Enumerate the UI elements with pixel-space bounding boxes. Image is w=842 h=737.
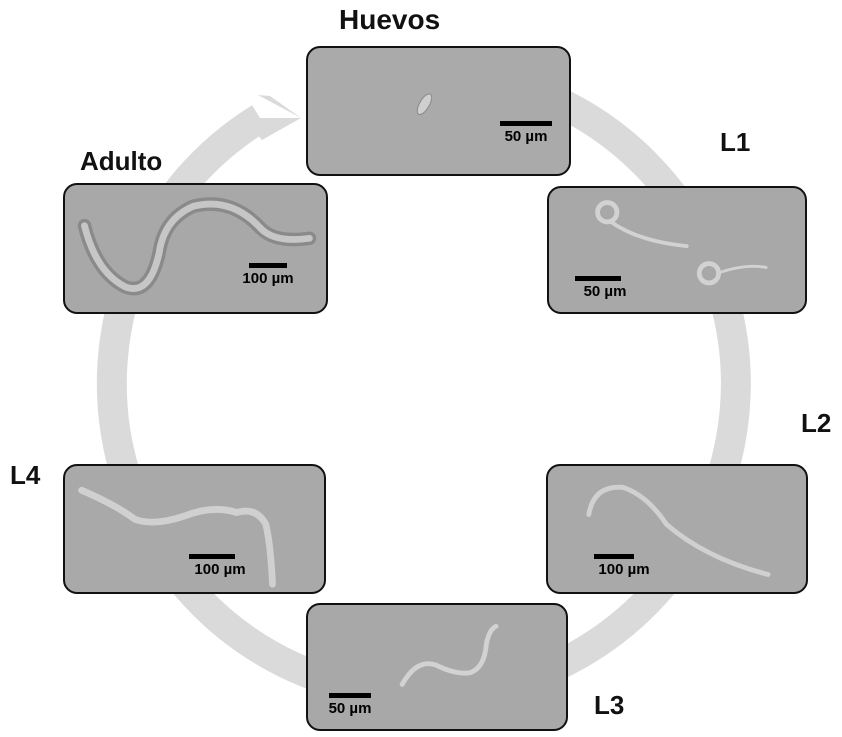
micrograph-l3: 50 µm — [306, 603, 568, 731]
scale-label-adulto: 100 µm — [223, 271, 313, 286]
scale-label-l2: 100 µm — [584, 562, 664, 577]
stage-label-adulto: Adulto — [80, 148, 162, 174]
scale-bar-huevos: 50 µm — [486, 121, 566, 144]
scale-label-l1: 50 µm — [569, 284, 641, 299]
scale-label-l4: 100 µm — [175, 562, 265, 577]
scale-bar-l4: 100 µm — [175, 554, 265, 577]
stage-label-l2: L2 — [801, 410, 831, 436]
scale-bar-l1: 50 µm — [569, 276, 641, 299]
adult-specimen — [65, 185, 326, 312]
stage-label-l3: L3 — [594, 692, 624, 718]
micrograph-adulto: 100 µm — [63, 183, 328, 314]
scale-bar-l3: 50 µm — [318, 693, 382, 716]
scale-bar-adulto: 100 µm — [223, 263, 313, 286]
scale-label-huevos: 50 µm — [486, 129, 566, 144]
stage-label-l1: L1 — [720, 129, 750, 155]
scale-bar-l2: 100 µm — [584, 554, 664, 577]
micrograph-l4: 100 µm — [63, 464, 326, 594]
micrograph-huevos: 50 µm — [306, 46, 571, 176]
scale-label-l3: 50 µm — [318, 701, 382, 716]
stage-label-l4: L4 — [10, 462, 40, 488]
micrograph-l2: 100 µm — [546, 464, 808, 594]
stage-label-huevos: Huevos — [339, 6, 440, 34]
egg-specimen — [308, 48, 569, 174]
micrograph-l1: 50 µm — [547, 186, 807, 314]
